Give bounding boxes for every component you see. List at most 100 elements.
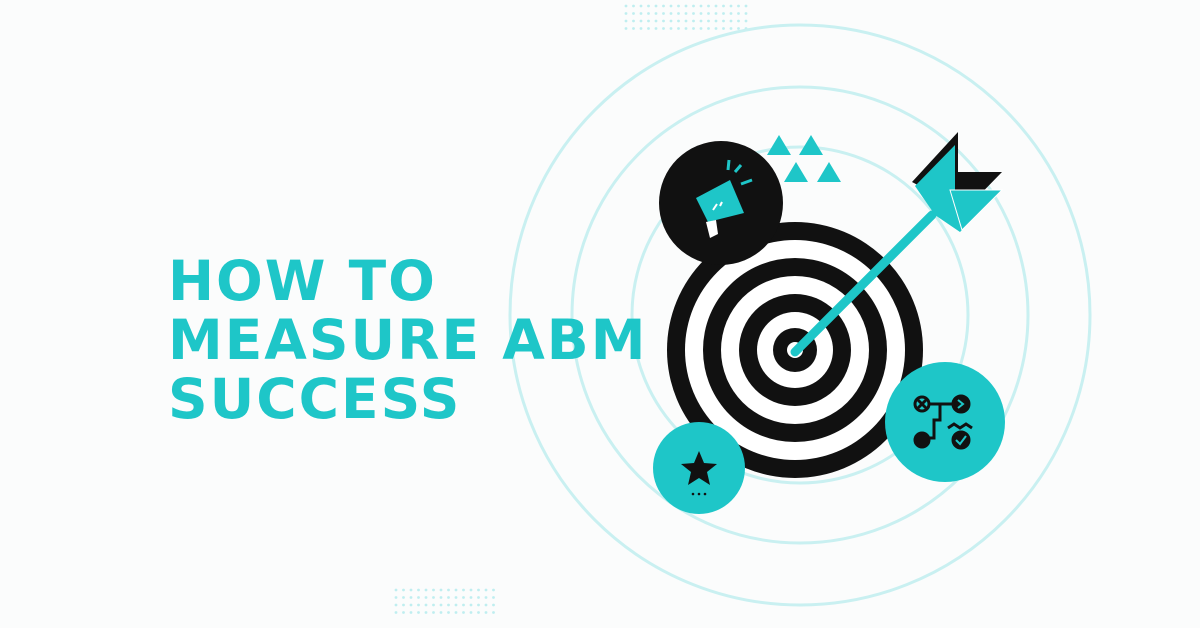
decor-dot — [402, 588, 405, 592]
decor-dot — [684, 4, 688, 8]
decor-dot — [462, 588, 465, 592]
decor-dot — [447, 588, 450, 592]
decor-dot — [684, 19, 688, 23]
decor-dot — [447, 603, 450, 607]
decor-dot — [737, 19, 740, 23]
decor-dot — [484, 611, 488, 614]
decor-dot — [722, 4, 725, 8]
decor-dot — [722, 27, 725, 30]
dot-grid-top — [624, 4, 748, 30]
dart-arrow-icon — [790, 132, 1004, 357]
decor-dot — [692, 27, 695, 30]
decor-dot — [684, 12, 688, 15]
decor-dot — [462, 603, 465, 607]
decor-dot — [477, 588, 480, 592]
decor-dot — [669, 4, 673, 8]
decor-dot — [402, 603, 405, 607]
decor-dot — [744, 12, 748, 15]
decor-dot — [469, 596, 473, 599]
decor-dot — [394, 596, 398, 599]
decor-dot — [662, 27, 665, 30]
background-rings — [508, 23, 1092, 607]
decor-dot — [454, 596, 458, 599]
decor-dot — [439, 596, 443, 599]
decor-dot — [692, 4, 695, 8]
decor-dot — [714, 19, 718, 23]
decor-dot — [632, 4, 635, 8]
decor-dot — [677, 12, 680, 15]
dot-grid-bottom — [394, 588, 495, 614]
decor-dot — [632, 19, 635, 23]
decor-dot — [439, 603, 443, 607]
decor-dot — [424, 596, 428, 599]
decor-dot — [477, 603, 480, 607]
decor-dot — [669, 19, 673, 23]
decor-dot — [737, 4, 740, 8]
decor-dot — [669, 27, 673, 30]
decor-dot — [707, 4, 710, 8]
decor-dot — [647, 27, 650, 30]
decor-dot — [439, 588, 443, 592]
decor-dot — [439, 611, 443, 614]
decor-dot — [647, 19, 650, 23]
decor-dot — [714, 12, 718, 15]
decor-dot — [714, 4, 718, 8]
decor-dot — [447, 596, 450, 599]
decor-dot — [654, 4, 658, 8]
decor-dot — [707, 12, 710, 15]
decor-dot — [477, 596, 480, 599]
decor-dot — [484, 588, 488, 592]
decor-dot — [402, 611, 405, 614]
decor-dot — [699, 19, 703, 23]
decor-dot — [692, 12, 695, 15]
decor-dot — [662, 4, 665, 8]
decor-dot — [654, 12, 658, 15]
decor-dot — [417, 603, 420, 607]
decor-dot — [639, 4, 643, 8]
decor-dot — [462, 611, 465, 614]
decor-dot — [424, 603, 428, 607]
decor-dot — [394, 611, 398, 614]
decor-dot — [624, 12, 628, 15]
decor-dot — [469, 611, 473, 614]
decor-dot — [424, 588, 428, 592]
decor-dot — [477, 611, 480, 614]
decor-dot — [714, 27, 718, 30]
decor-dot — [484, 596, 488, 599]
decor-dot — [737, 27, 740, 30]
decor-dot — [402, 596, 405, 599]
decor-dot — [409, 603, 413, 607]
decor-dot — [492, 596, 495, 599]
decor-dot — [469, 603, 473, 607]
decor-dot — [662, 12, 665, 15]
decor-dot — [417, 596, 420, 599]
title-line-2: MEASURE ABM — [168, 308, 648, 372]
decor-dot — [662, 19, 665, 23]
decor-dot — [639, 12, 643, 15]
decor-dot — [492, 603, 495, 607]
decor-dot — [684, 27, 688, 30]
star-icon — [681, 451, 717, 485]
decor-dot — [432, 588, 435, 592]
decor-dot — [647, 4, 650, 8]
decor-dot — [722, 12, 725, 15]
decor-dot — [424, 611, 428, 614]
decor-dot — [729, 4, 733, 8]
decor-dot — [677, 27, 680, 30]
page-title: HOW TO MEASURE ABM SUCCESS — [168, 252, 647, 429]
triangle-decoration — [767, 135, 841, 182]
decor-dot — [669, 12, 673, 15]
decor-dot — [462, 596, 465, 599]
decor-dot — [729, 12, 733, 15]
decor-dot — [632, 12, 635, 15]
decor-dot — [744, 19, 748, 23]
decor-dot — [624, 4, 628, 8]
decor-dot — [624, 27, 628, 30]
decor-dot — [729, 27, 733, 30]
decor-dot — [454, 603, 458, 607]
decor-dot — [729, 19, 733, 23]
decor-dot — [492, 588, 495, 592]
decor-dot — [469, 588, 473, 592]
megaphone-badge — [659, 141, 783, 265]
decor-dot — [454, 611, 458, 614]
